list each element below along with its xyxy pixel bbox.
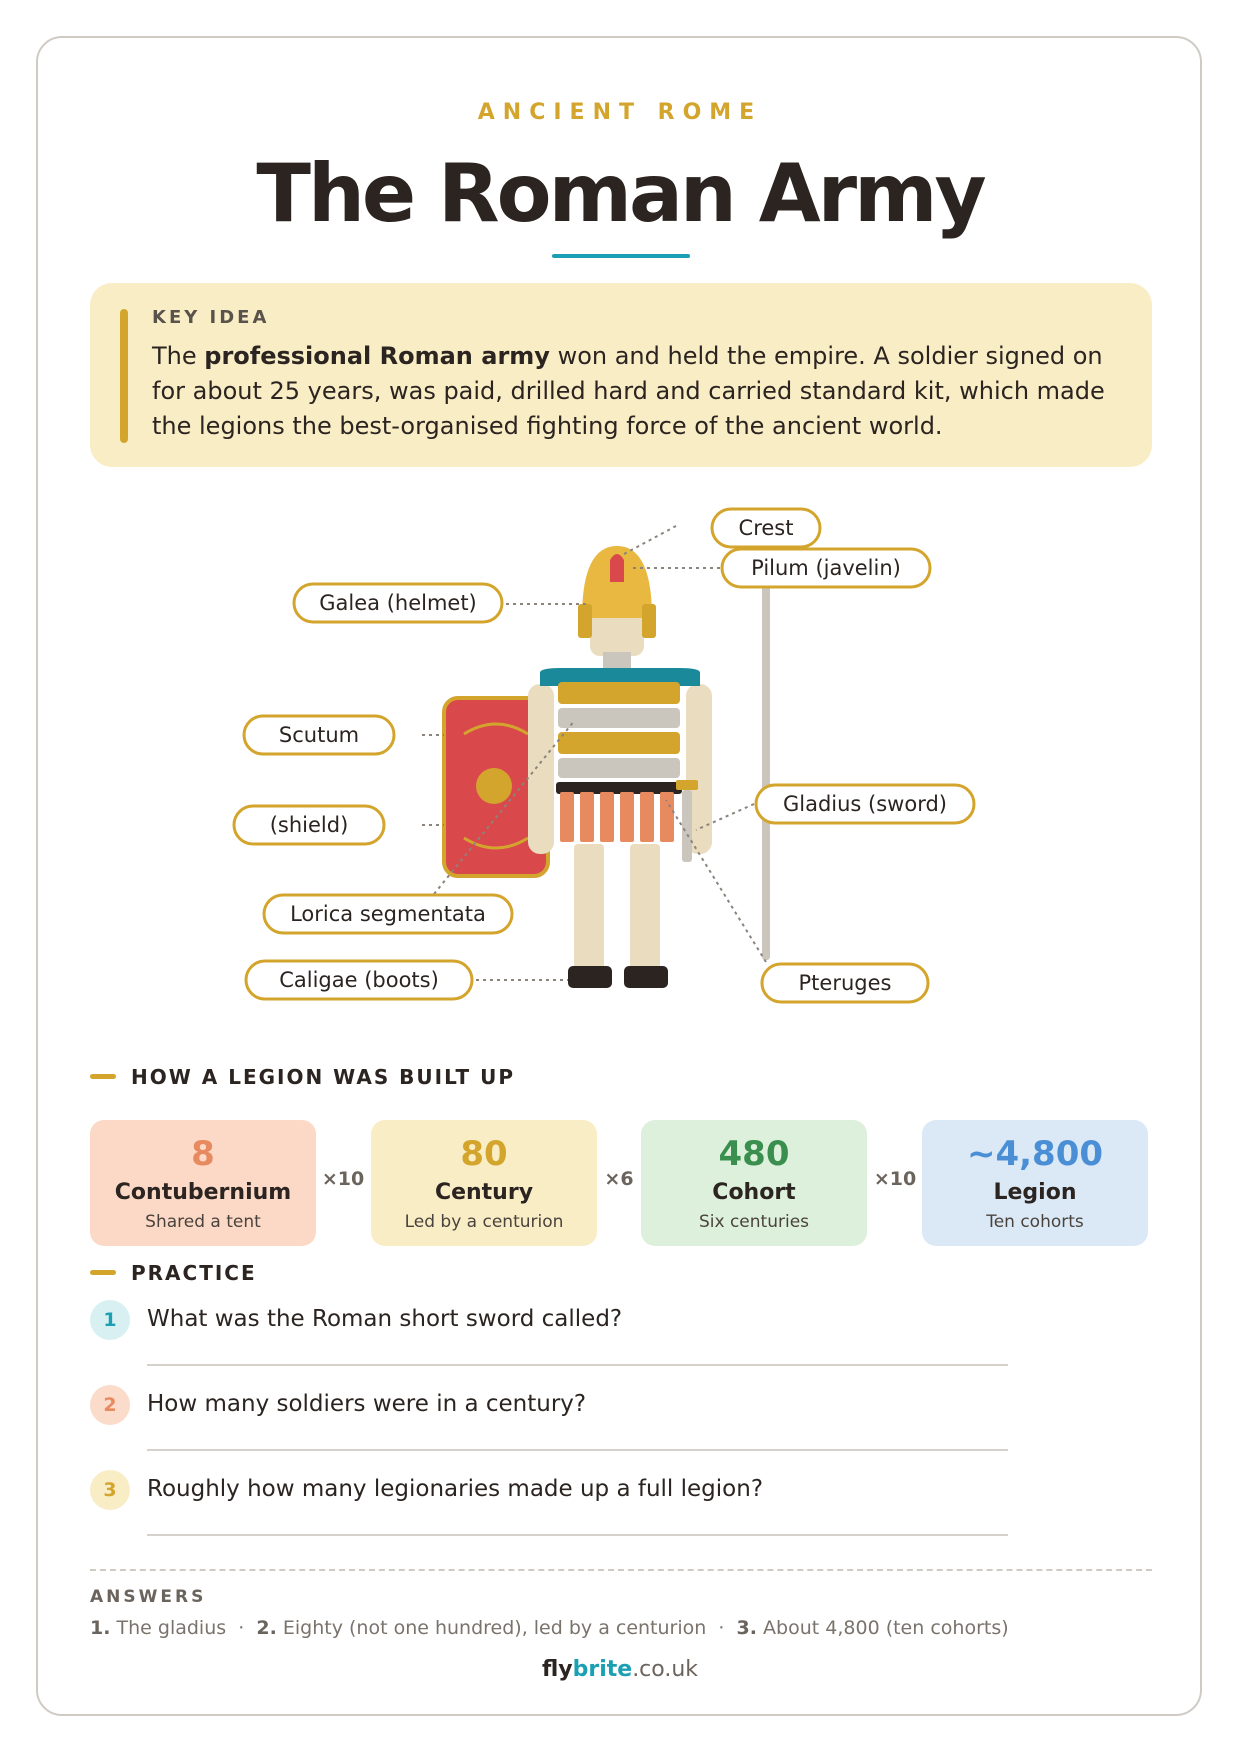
card-number: 80 bbox=[460, 1134, 508, 1174]
left-arm bbox=[528, 684, 554, 854]
pilum-shaft bbox=[762, 585, 770, 960]
answers-divider bbox=[90, 1569, 1152, 1571]
card-sub: Six centuries bbox=[698, 1212, 810, 1232]
pteruges-strips bbox=[560, 792, 674, 842]
page-title: The Roman Army bbox=[256, 147, 986, 240]
card-sub: Ten cohorts bbox=[986, 1212, 1084, 1232]
key-idea-label: KEY IDEA bbox=[152, 307, 270, 328]
footer-brand: flybrite.co.uk bbox=[541, 1657, 699, 1682]
svg-text:Pteruges: Pteruges bbox=[799, 971, 892, 995]
svg-text:Lorica segmentata: Lorica segmentata bbox=[290, 902, 486, 926]
label-shield: (shield) bbox=[232, 804, 386, 846]
label-galea: Galea (helmet) bbox=[292, 582, 504, 624]
answer-line-1[interactable] bbox=[147, 1364, 1008, 1366]
kicker: ANCIENT ROME bbox=[477, 100, 763, 125]
svg-text:Scutum: Scutum bbox=[279, 723, 359, 747]
question-number-3: 3 bbox=[90, 1470, 130, 1510]
helmet-crest bbox=[610, 554, 624, 582]
card-cohort: 480 Cohort Six centuries bbox=[641, 1120, 867, 1246]
key-idea-text: The professional Roman army won and held… bbox=[152, 342, 1105, 440]
svg-text:Gladius (sword): Gladius (sword) bbox=[783, 792, 947, 816]
multiplier-3: ×10 bbox=[873, 1168, 917, 1190]
left-leg bbox=[574, 844, 604, 974]
svg-text:Crest: Crest bbox=[739, 516, 794, 540]
left-boot-caliga bbox=[568, 966, 612, 988]
label-crest: Crest bbox=[710, 507, 822, 549]
answers-text: 1. The gladius · 2. Eighty (not one hund… bbox=[90, 1617, 1009, 1639]
worksheet-border bbox=[36, 36, 1202, 1716]
card-name: Contubernium bbox=[114, 1180, 292, 1205]
question-text-3: Roughly how many legionaries made up a f… bbox=[147, 1476, 764, 1502]
label-gladius: Gladius (sword) bbox=[754, 783, 976, 825]
label-lorica: Lorica segmentata bbox=[262, 893, 514, 935]
shoulder-band bbox=[540, 668, 700, 686]
card-century: 80 Century Led by a centurion bbox=[371, 1120, 597, 1246]
label-caligae: Caligae (boots) bbox=[244, 959, 474, 1001]
lorica-plate-3 bbox=[558, 732, 680, 754]
practice-heading-dash bbox=[90, 1270, 116, 1275]
right-boot-caliga bbox=[624, 966, 668, 988]
card-name: Century bbox=[434, 1180, 534, 1205]
question-number-2: 2 bbox=[90, 1385, 130, 1425]
svg-text:Galea (helmet): Galea (helmet) bbox=[319, 591, 477, 615]
answer-line-3[interactable] bbox=[147, 1534, 1008, 1536]
card-number: ~4,800 bbox=[966, 1134, 1104, 1174]
practice-heading: PRACTICE bbox=[131, 1261, 257, 1285]
card-number: 8 bbox=[191, 1134, 215, 1174]
scutum-boss bbox=[476, 768, 512, 804]
card-number: 480 bbox=[718, 1134, 790, 1174]
leader-lines bbox=[422, 525, 767, 981]
label-pteruges: Pteruges bbox=[760, 962, 930, 1004]
key-idea-box: KEY IDEA The professional Roman army won… bbox=[90, 283, 1152, 467]
multiplier-2: ×6 bbox=[604, 1168, 634, 1190]
gladius-blade bbox=[682, 790, 692, 862]
lorica-plate-4 bbox=[558, 758, 680, 778]
soldier-diagram: Crest Pilum (javelin) Galea (helmet) Scu… bbox=[232, 507, 976, 1004]
card-name: Legion bbox=[993, 1180, 1077, 1205]
right-leg bbox=[630, 844, 660, 974]
card-legion: ~4,800 Legion Ten cohorts bbox=[922, 1120, 1148, 1246]
question-number-1: 1 bbox=[90, 1300, 130, 1340]
head bbox=[590, 610, 644, 656]
legion-heading-dash bbox=[90, 1074, 116, 1079]
cheek-guard-right bbox=[642, 604, 656, 638]
svg-text:Caligae (boots): Caligae (boots) bbox=[279, 968, 439, 992]
key-idea-bold: professional Roman army bbox=[204, 342, 550, 370]
legion-heading: HOW A LEGION WAS BUILT UP bbox=[131, 1065, 516, 1089]
question-text-1: What was the Roman short sword called? bbox=[147, 1306, 623, 1332]
lorica-plate-1 bbox=[558, 682, 680, 704]
answer-line-2[interactable] bbox=[147, 1449, 1008, 1451]
label-scutum: Scutum bbox=[242, 714, 396, 756]
card-name: Cohort bbox=[712, 1180, 796, 1205]
svg-text:Pilum (javelin): Pilum (javelin) bbox=[751, 556, 901, 580]
cheek-guard-left bbox=[578, 604, 592, 638]
belt bbox=[556, 782, 682, 794]
gladius-hilt bbox=[676, 780, 698, 790]
label-pilum: Pilum (javelin) bbox=[720, 547, 932, 589]
scutum-arc-top bbox=[463, 722, 529, 736]
scutum-arc-bottom bbox=[463, 836, 529, 850]
answers-heading: ANSWERS bbox=[90, 1587, 207, 1607]
key-idea-bar bbox=[120, 309, 128, 443]
lorica-plate-2 bbox=[558, 708, 680, 728]
right-arm bbox=[686, 684, 712, 854]
question-text-2: How many soldiers were in a century? bbox=[147, 1391, 587, 1417]
card-contubernium: 8 Contubernium Shared a tent bbox=[90, 1120, 316, 1246]
card-sub: Led by a centurion bbox=[404, 1212, 564, 1232]
card-sub: Shared a tent bbox=[145, 1212, 261, 1232]
multiplier-1: ×10 bbox=[321, 1168, 365, 1190]
title-underline bbox=[552, 254, 690, 258]
svg-text:(shield): (shield) bbox=[270, 813, 349, 837]
